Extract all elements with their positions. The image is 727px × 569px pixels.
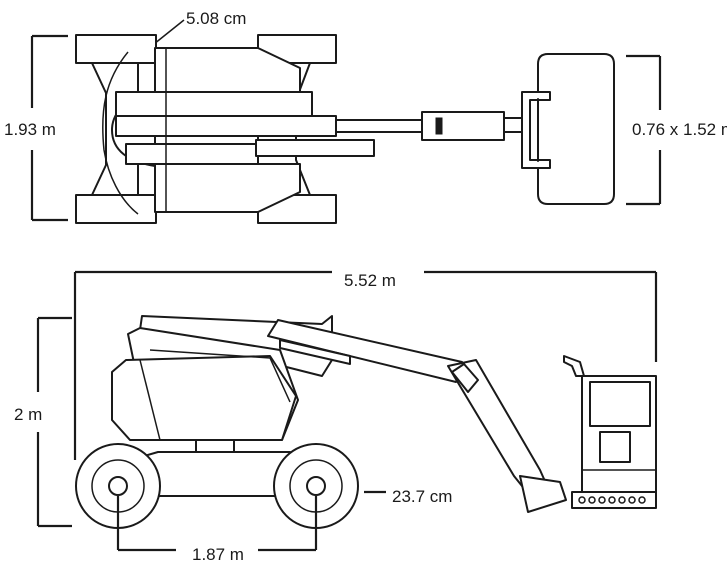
platform-size-label: 0.76 x 1.52 m xyxy=(632,120,727,139)
lower-boom xyxy=(255,139,375,157)
overall-width-label: 1.93 m xyxy=(4,120,56,139)
side-view-platform xyxy=(563,355,657,509)
top-view-chassis xyxy=(91,47,337,215)
basket-floor xyxy=(571,491,657,509)
counterweight xyxy=(115,91,313,117)
basket-handrail xyxy=(563,355,585,377)
turning-radius-leader xyxy=(153,19,185,45)
jib-pin xyxy=(435,117,443,135)
basket-top-rail xyxy=(589,381,651,427)
length-dimension-bracket xyxy=(73,270,658,460)
lower-cover xyxy=(154,163,301,213)
overall-length-label: 5.52 m xyxy=(344,271,396,290)
boom-cylinder xyxy=(279,339,351,365)
body-seam xyxy=(139,359,161,441)
top-view: 1.93 m 5.08 cm xyxy=(4,9,727,224)
rear-wheel-hub xyxy=(306,476,326,496)
jib-section xyxy=(421,111,505,141)
control-box xyxy=(599,431,631,463)
top-view-boom xyxy=(255,111,527,157)
jib-knuckle xyxy=(451,363,479,393)
side-view-wheels xyxy=(75,443,359,529)
upper-cover xyxy=(154,47,301,93)
wheelbase-label: 1.87 m xyxy=(192,545,244,564)
body-shell xyxy=(111,355,297,441)
platform-outline xyxy=(537,53,615,205)
floor-holes xyxy=(578,496,646,504)
turret-deck xyxy=(115,115,337,137)
turning-radius-arc xyxy=(102,51,139,215)
front-wheel-hub xyxy=(108,476,128,496)
tire-front-left xyxy=(75,34,157,64)
ground-clearance-label: 23.7 cm xyxy=(392,487,452,506)
tire-front-right xyxy=(75,194,157,224)
top-view-platform xyxy=(521,53,615,205)
upper-boom xyxy=(335,119,425,133)
side-view: 5.52 m 2 m xyxy=(14,270,658,564)
turning-radius-label: 5.08 cm xyxy=(186,9,246,28)
stowed-height-label: 2 m xyxy=(14,405,42,424)
platform-dimension-bracket xyxy=(626,54,662,206)
wheelbase-dimension-bracket xyxy=(116,496,318,552)
platform-rotator xyxy=(519,475,567,513)
width-dimension-bracket xyxy=(30,34,68,222)
body-crease xyxy=(149,349,291,403)
engine-hood xyxy=(125,143,259,165)
height-dimension-bracket xyxy=(36,316,72,528)
platform-gate xyxy=(521,91,551,169)
